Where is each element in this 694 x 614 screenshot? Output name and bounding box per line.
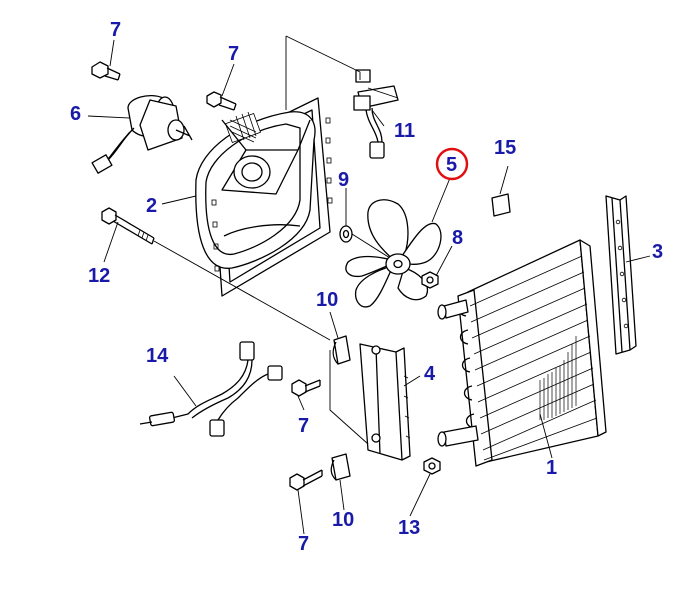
callout-1: 1 xyxy=(546,457,557,479)
switch-11 xyxy=(353,69,399,159)
callout-14: 14 xyxy=(146,345,169,367)
callout-7-top-center: 7 xyxy=(228,43,239,65)
fan-shroud-2 xyxy=(195,97,333,297)
fan-motor-6 xyxy=(91,94,193,174)
condenser-core-1 xyxy=(437,239,607,467)
callout-12: 12 xyxy=(88,265,110,287)
callout-10-upper: 10 xyxy=(316,289,338,311)
bracket-3 xyxy=(605,195,637,355)
callout-3: 3 xyxy=(652,241,663,263)
callout-6: 6 xyxy=(70,103,81,125)
bolt-7-middle xyxy=(291,379,321,397)
callout-8: 8 xyxy=(452,227,463,249)
label-plate-15 xyxy=(491,193,511,217)
fan-5 xyxy=(345,199,442,308)
bolt-7-bottom xyxy=(289,469,323,491)
plate-bracket-4 xyxy=(329,343,411,461)
leader-lines xyxy=(87,35,651,535)
callout-13: 13 xyxy=(398,517,420,539)
long-bolt-12 xyxy=(101,207,331,341)
callout-10-lower: 10 xyxy=(332,509,354,531)
clamp-10-lower xyxy=(330,453,351,481)
callout-7-middle: 7 xyxy=(298,415,309,437)
bolt-7-top-center xyxy=(206,91,237,111)
callout-4: 4 xyxy=(424,363,436,385)
callout-7-top-left: 7 xyxy=(110,19,121,41)
bolt-7-top-left xyxy=(91,61,121,81)
callouts: 7 7 6 11 5 15 2 9 8 3 12 10 14 4 7 1 10 … xyxy=(70,19,663,555)
callout-9: 9 xyxy=(338,169,349,191)
callout-5-highlight-ring xyxy=(435,147,469,181)
nut-8 xyxy=(421,271,439,289)
callout-15: 15 xyxy=(494,137,516,159)
nut-13 xyxy=(423,457,441,475)
callout-11: 11 xyxy=(394,120,415,142)
callout-2: 2 xyxy=(146,195,157,217)
wiring-harness-14 xyxy=(139,341,283,437)
clamp-10-upper xyxy=(332,335,351,365)
callout-5: 5 xyxy=(446,154,457,176)
callout-7-bottom: 7 xyxy=(298,533,309,555)
